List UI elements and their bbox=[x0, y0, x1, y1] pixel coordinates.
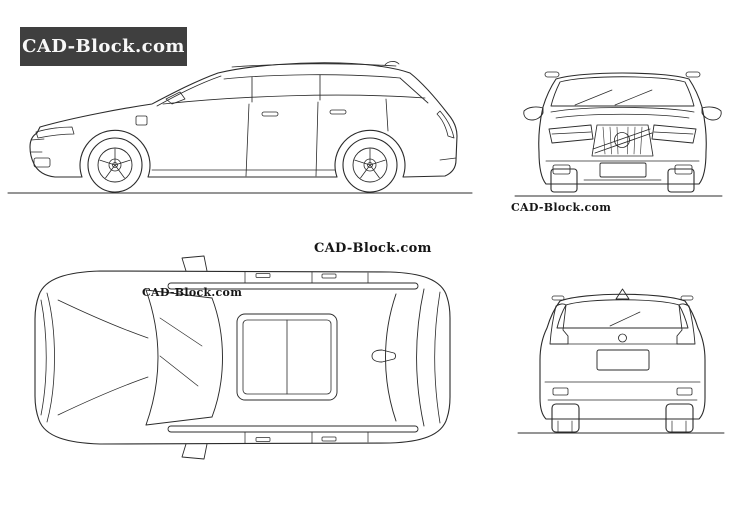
side-rear-door-line bbox=[315, 101, 319, 177]
watermark-front-view: CAD-Block.com bbox=[511, 201, 612, 214]
top-roof-rail-upper bbox=[167, 282, 419, 290]
top-a-pillar-lower bbox=[145, 416, 213, 426]
top-handle-1-lower bbox=[255, 437, 271, 442]
side-door-handle-front bbox=[261, 111, 279, 117]
front-body-outline bbox=[538, 72, 707, 185]
side-taillight bbox=[436, 110, 455, 139]
side-front-door-line bbox=[245, 103, 250, 177]
top-a-pillar-upper bbox=[145, 289, 213, 299]
top-rear-window-arc bbox=[385, 293, 397, 422]
rear-wiper bbox=[609, 311, 641, 327]
top-roof-front-edge bbox=[211, 297, 223, 418]
top-body-outline bbox=[34, 270, 451, 445]
side-rear-bumper-line bbox=[439, 157, 457, 161]
front-view-drawing bbox=[514, 71, 723, 197]
front-wiper-left bbox=[574, 89, 613, 106]
top-mirror-lower bbox=[181, 443, 208, 460]
rear-roof-rail-left bbox=[551, 295, 565, 301]
top-wiper-1 bbox=[159, 317, 203, 347]
top-hood-crease-lower bbox=[57, 376, 149, 416]
rear-taillight-right bbox=[676, 303, 696, 345]
front-windshield bbox=[550, 76, 695, 107]
top-roof-rail-lower bbox=[167, 425, 419, 433]
rear-tire-left bbox=[551, 403, 580, 433]
front-headlight-left bbox=[548, 124, 594, 144]
side-belt-line bbox=[162, 94, 426, 105]
top-hatch-edge bbox=[434, 291, 441, 424]
side-body-outline bbox=[29, 62, 458, 178]
side-window-top bbox=[223, 74, 401, 80]
logo-text: CAD-Block.com bbox=[22, 36, 185, 57]
cad-block-logo: CAD-Block.com bbox=[20, 27, 187, 66]
side-charge-port bbox=[135, 115, 148, 126]
top-view-drawing bbox=[34, 255, 451, 460]
rear-antenna-fin bbox=[615, 288, 630, 300]
front-volvo-badge bbox=[614, 132, 630, 148]
rear-window bbox=[556, 299, 689, 329]
front-mirror-left bbox=[523, 106, 544, 121]
front-roof-rail-left bbox=[544, 71, 560, 78]
watermark-top-view: CAD-Block.com bbox=[142, 286, 243, 299]
front-headlight-right bbox=[651, 124, 697, 144]
side-headlight bbox=[35, 126, 75, 139]
rear-view-drawing bbox=[517, 288, 725, 434]
front-tire-right bbox=[667, 168, 695, 193]
top-wiper-2 bbox=[159, 355, 199, 387]
top-mirror-upper bbox=[181, 255, 208, 272]
rear-reflector-left bbox=[552, 387, 569, 396]
side-quarter-line bbox=[385, 98, 389, 132]
top-sunroof bbox=[236, 313, 338, 401]
watermark-center: CAD-Block.com bbox=[314, 241, 432, 256]
front-license-plate bbox=[599, 162, 647, 178]
rear-volvo-badge bbox=[618, 333, 627, 343]
top-antenna-fin bbox=[371, 349, 396, 363]
side-view-drawing bbox=[7, 61, 473, 194]
rear-taillight-left bbox=[549, 303, 569, 345]
front-grille-diagonal-2 bbox=[594, 132, 653, 154]
front-tire-left bbox=[550, 168, 578, 193]
top-windshield-base bbox=[145, 289, 159, 426]
side-antenna-fin bbox=[384, 61, 400, 66]
side-rear-wheel bbox=[342, 137, 398, 193]
front-roof-rail-right bbox=[685, 71, 701, 78]
side-d-pillar bbox=[399, 77, 429, 104]
top-handle-2-upper bbox=[321, 273, 337, 279]
front-wiper-right bbox=[614, 89, 653, 106]
rear-license-plate bbox=[596, 349, 650, 371]
side-grille-line-1 bbox=[30, 138, 45, 141]
side-mirror bbox=[165, 91, 186, 105]
top-nose-arc-1 bbox=[40, 299, 47, 416]
rear-roof-rail-right bbox=[680, 295, 694, 301]
side-fog-insert bbox=[33, 157, 51, 168]
front-grille-diagonal-1 bbox=[592, 128, 651, 150]
front-grille bbox=[591, 124, 654, 157]
top-hood-crease-upper bbox=[57, 299, 149, 339]
side-door-handle-rear bbox=[329, 109, 347, 115]
side-roof-rail bbox=[231, 63, 397, 68]
top-roof-rear-edge bbox=[416, 288, 425, 427]
top-handle-1-upper bbox=[255, 273, 271, 278]
front-hood-crease bbox=[555, 113, 690, 119]
front-mirror-right bbox=[701, 106, 722, 121]
side-front-wheel bbox=[87, 137, 143, 193]
top-nose-arc-2 bbox=[46, 292, 55, 423]
front-hood-line bbox=[550, 107, 695, 113]
top-handle-2-lower bbox=[321, 436, 337, 442]
rear-body-outline bbox=[539, 293, 706, 420]
side-a-pillar bbox=[156, 75, 222, 107]
rear-reflector-right bbox=[676, 387, 693, 396]
rear-tire-right bbox=[665, 403, 694, 433]
